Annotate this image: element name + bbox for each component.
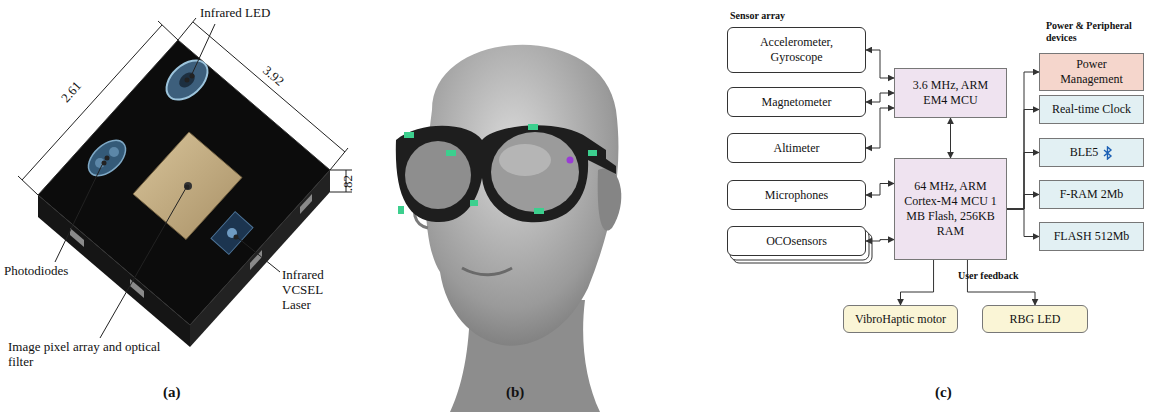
panel-label: (c) xyxy=(935,384,952,401)
node-text: Magnetometer xyxy=(762,95,832,110)
sensor-box: OCOsensors xyxy=(727,226,866,256)
node-text: F-RAM 2Mb xyxy=(1060,187,1124,202)
connector-arrow xyxy=(1007,209,1039,237)
section-label: Power & Peripheral devices xyxy=(1046,20,1144,43)
dimension-value: 2.61 xyxy=(58,78,85,106)
peripheral-box: BLE5 xyxy=(1039,138,1144,167)
node-text: Microphones xyxy=(765,188,828,203)
leader-lines xyxy=(55,24,280,338)
node-text: Power Management xyxy=(1045,57,1138,87)
peripheral-box: Power Management xyxy=(1039,53,1144,91)
connector-arrow xyxy=(1007,110,1039,210)
dimension-value: 3.92 xyxy=(260,63,288,90)
node-text: BLE5 xyxy=(1070,145,1099,160)
section-label: Sensor array xyxy=(730,10,785,22)
node-text: VibroHaptic motor xyxy=(855,312,946,327)
sensor-box: Altimeter xyxy=(727,133,866,163)
panel-label: (a) xyxy=(163,384,181,401)
sensor-box: Microphones xyxy=(727,180,866,210)
connector-arrow xyxy=(950,118,951,158)
callout-label: Infrared LED xyxy=(200,6,270,21)
section-label: User feedback xyxy=(958,270,1019,282)
dimension-lines xyxy=(18,18,352,195)
mcu-box: 64 MHz, ARM Cortex-M4 MCU 1 MB Flash, 25… xyxy=(894,158,1007,260)
connector-arrow xyxy=(866,108,894,148)
node-text: FLASH 512Mb xyxy=(1054,229,1130,244)
callout-label: Infrared VCSEL Laser xyxy=(282,268,352,313)
connector-arrow xyxy=(901,260,934,305)
node-text: OCOsensors xyxy=(766,234,827,249)
peripheral-box: F-RAM 2Mb xyxy=(1039,180,1144,209)
feedback-box: VibroHaptic motor xyxy=(843,305,958,333)
connector-arrow xyxy=(967,260,1035,305)
head-with-glasses xyxy=(396,45,621,412)
node-text: RBG LED xyxy=(1010,312,1061,327)
connector-arrow xyxy=(1007,153,1039,210)
connector-arrow xyxy=(866,240,894,241)
panel-label: (b) xyxy=(506,384,524,401)
callout-label: Photodiodes xyxy=(4,264,68,279)
bluetooth-icon xyxy=(1103,146,1113,160)
sensor-box: Magnetometer xyxy=(727,87,866,117)
mcu-box: 3.6 MHz, ARM EM4 MCU xyxy=(894,68,1007,118)
connector-arrow xyxy=(866,184,894,196)
node-text: Altimeter xyxy=(774,141,820,156)
peripheral-box: Real-time Clock xyxy=(1039,95,1144,124)
feedback-box: RBG LED xyxy=(982,305,1088,333)
connector-arrow xyxy=(1007,72,1039,209)
node-text: 3.6 MHz, ARM EM4 MCU xyxy=(900,78,1001,108)
callout-label: Image pixel array and optical filter xyxy=(8,340,178,370)
node-text: Real-time Clock xyxy=(1052,102,1131,117)
node-text: Accelerometer, Gyroscope xyxy=(733,35,860,65)
dimension-value: .82 xyxy=(340,175,356,191)
connector-arrow xyxy=(866,50,894,78)
connector-arrow xyxy=(866,93,894,102)
connector-arrow xyxy=(1007,195,1039,210)
node-text: 64 MHz, ARM Cortex-M4 MCU 1 MB Flash, 25… xyxy=(900,179,1001,239)
peripheral-box: FLASH 512Mb xyxy=(1039,222,1144,251)
sensor-box: Accelerometer, Gyroscope xyxy=(727,27,866,73)
